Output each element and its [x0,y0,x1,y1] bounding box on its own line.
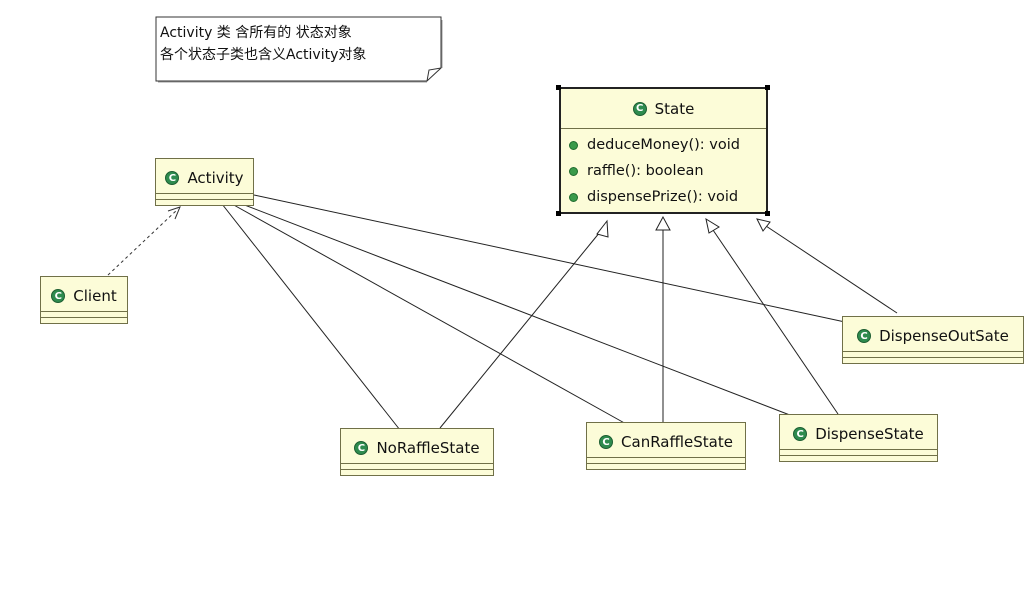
generalization-dispensestate-state [712,229,839,415]
class-compartments [780,449,937,461]
class-activity-name: Activity [187,169,244,187]
dependency-arrowhead [167,206,181,220]
class-icon: C [165,171,180,185]
state-operations: deduceMoney(): void raffle(): boolean di… [561,129,766,210]
operation-item[interactable]: deduceMoney(): void [569,132,766,158]
class-compartments [843,351,1023,363]
operation-label: raffle(): boolean [587,163,704,179]
selection-handle[interactable] [556,211,561,216]
public-method-icon [569,140,578,150]
class-state-name: State [654,99,695,118]
class-client[interactable]: C Client [40,276,128,324]
class-icon: C [354,441,369,455]
operation-item[interactable]: raffle(): boolean [569,158,766,184]
note-frame [155,16,443,83]
dependency-client-activity [107,208,179,276]
generalization-arrowhead-dispensestate [705,217,720,234]
public-method-icon [569,166,578,176]
class-client-name: Client [73,287,117,305]
note-text: Activity 类 含所有的 状态对象各个状态子类也含义Activity对象 [160,22,366,66]
class-norafflestate[interactable]: C NoRaffleState [340,428,494,476]
operation-item[interactable]: dispensePrize(): void [569,184,766,210]
class-icon: C [51,289,66,303]
operation-label: dispensePrize(): void [587,189,739,205]
class-dispensestate[interactable]: C DispenseState [779,414,938,462]
class-activity[interactable]: C Activity [155,158,254,206]
operation-label: deduceMoney(): void [587,137,740,153]
class-compartments [156,193,253,205]
generalization-norafflestate-state [439,231,601,429]
note: Activity 类 含所有的 状态对象各个状态子类也含义Activity对象 [155,16,443,83]
class-dispensestate-name: DispenseState [815,425,924,443]
class-icon: C [632,101,647,116]
generalization-arrowhead-canrafflestate [655,215,671,231]
association-activity-dispensestate [241,203,796,418]
public-method-icon [569,192,578,202]
class-compartments [587,457,745,469]
generalization-arrowhead-dispenseoutsate [756,218,771,232]
class-icon: C [599,435,614,449]
association-activity-dispenseoutsate [253,194,846,323]
class-icon: C [857,329,872,343]
class-norafflestate-name: NoRaffleState [376,439,480,457]
generalization-dispenseoutsate-state [765,225,898,314]
class-dispenseoutsate-name: DispenseOutSate [879,327,1009,345]
generalization-arrowhead-norafflestate [596,219,609,238]
selection-handle[interactable] [765,85,770,90]
class-compartments [341,463,493,475]
class-dispenseoutsate[interactable]: C DispenseOutSate [842,316,1024,364]
selection-handle[interactable] [556,85,561,90]
class-icon: C [793,427,808,441]
selection-handle[interactable] [765,211,770,216]
note-line-2: 各个状态子类也含义Activity对象 [160,47,367,63]
class-state[interactable]: C State deduceMoney(): void raffle(): bo… [559,87,768,214]
class-compartments [41,311,127,323]
note-line-1: Activity 类 含所有的 状态对象 [160,25,352,41]
class-canrafflestate-name: CanRaffleState [621,433,733,451]
association-activity-norafflestate [221,203,401,431]
association-activity-canrafflestate [231,203,629,426]
class-canrafflestate[interactable]: C CanRaffleState [586,422,746,470]
